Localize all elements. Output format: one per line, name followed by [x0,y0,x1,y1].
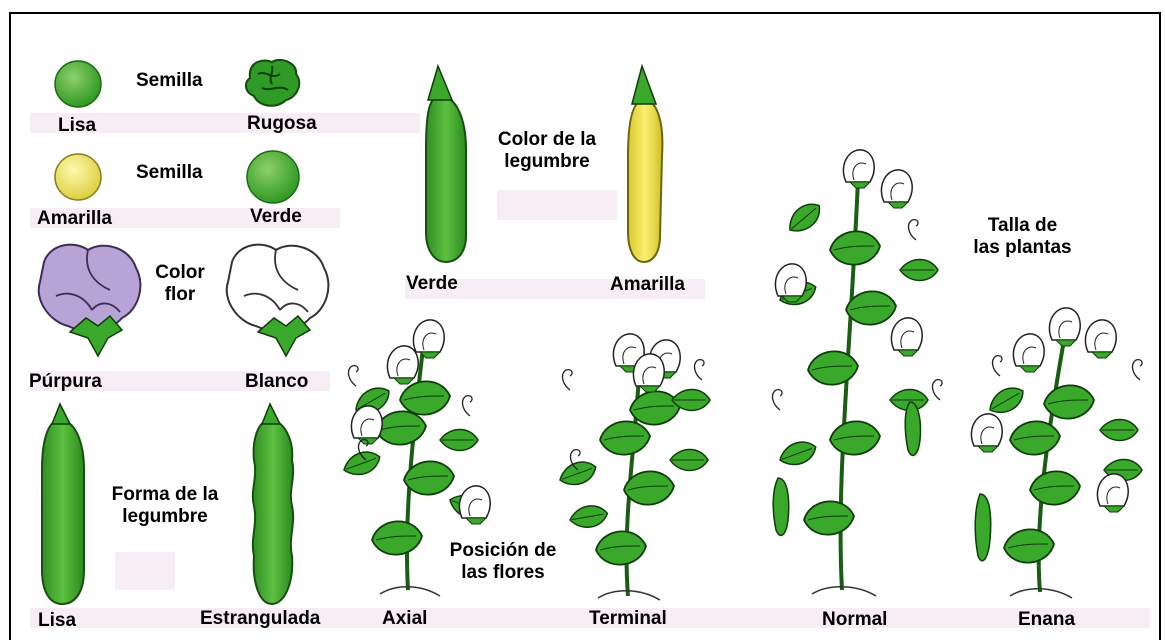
flower-purple-label: Púrpura [29,371,102,393]
height-dwarf-label: Enana [1018,609,1075,631]
seed-smooth-label: Lisa [58,115,96,137]
flower-position-title: Posición de las flores [443,540,563,584]
pod-yellow-label: Amarilla [610,274,685,296]
seed-yellow-label: Amarilla [37,208,112,230]
flower-color-title: Color flor [150,262,210,306]
flower-white-label: Blanco [245,371,308,393]
seed-green-label: Verde [250,206,302,228]
pod-shape-title: Forma de la legumbre [100,484,230,528]
smooth-pod-icon [42,404,84,604]
purple-flower-icon [39,245,141,356]
white-flower-icon [227,245,329,356]
seed-color-title: Semilla [136,162,203,184]
seed-wrinkled-label: Rugosa [247,113,317,135]
position-axial-label: Axial [382,608,427,630]
pod-constricted-label: Estrangulada [200,608,320,630]
yellow-pod-icon [628,66,662,262]
pod-shape-title-line2: legumbre [100,506,230,528]
green-pod-icon [426,66,466,262]
position-terminal-label: Terminal [589,608,667,630]
plant-height-title: Talla de las plantas [955,215,1090,259]
normal-tall-plant-icon [773,150,943,596]
flower-color-title-line2: flor [150,284,210,306]
flower-position-title-line1: Posición de [443,540,563,562]
dwarf-plant-icon [971,308,1142,598]
smooth-seed-icon [55,61,101,107]
plant-height-title-line1: Talla de [955,215,1090,237]
pod-green-label: Verde [406,273,458,295]
pod-smooth-label: Lisa [38,610,76,632]
pod-color-title: Color de la legumbre [481,129,613,173]
pod-color-title-line1: Color de la [481,129,613,151]
yellow-seed-icon [55,154,101,200]
seed-shape-title: Semilla [136,70,203,92]
flower-position-title-line2: las flores [443,562,563,584]
pod-shape-title-line1: Forma de la [100,484,230,506]
flower-color-title-line1: Color [150,262,210,284]
constricted-pod-icon [253,404,293,604]
green-seed-icon [247,151,299,203]
height-normal-label: Normal [822,609,887,631]
pod-color-title-line2: legumbre [481,151,613,173]
plant-height-title-line2: las plantas [955,237,1090,259]
terminal-plant-icon [556,334,710,600]
